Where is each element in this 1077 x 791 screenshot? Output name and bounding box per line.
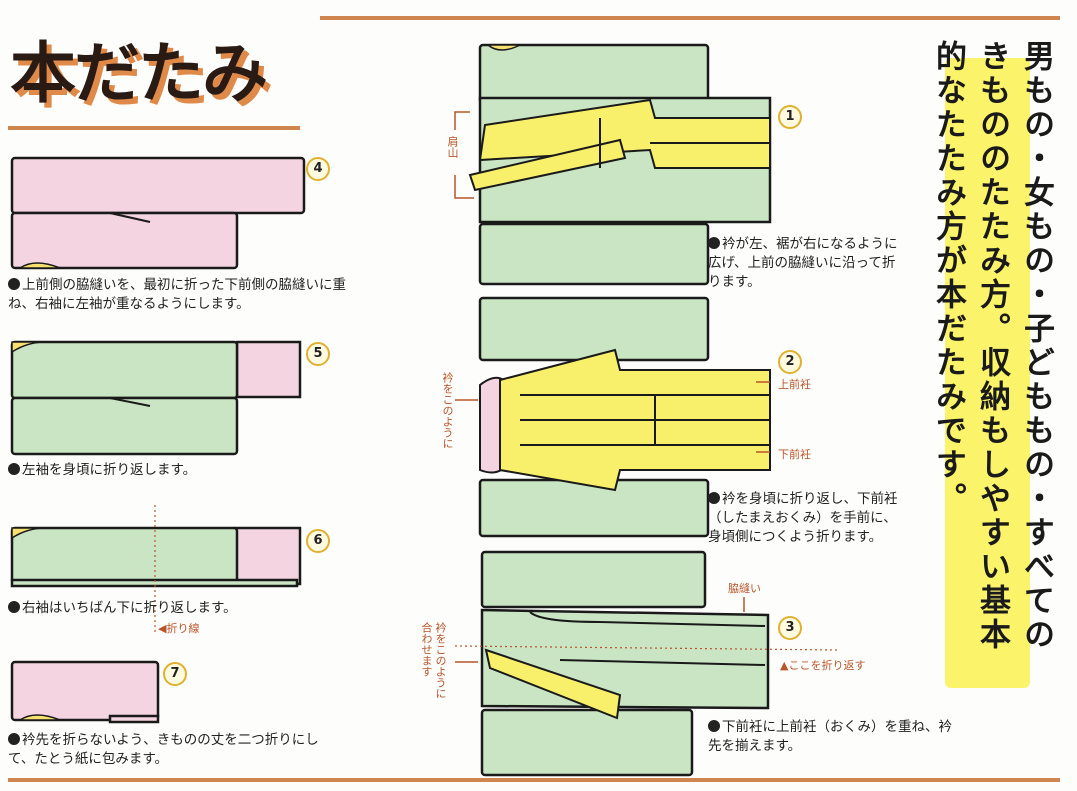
step-2-number: 2	[778, 350, 802, 374]
step-5-number: 5	[306, 342, 330, 366]
step1-drawing	[454, 43, 772, 286]
label-wakinui: 脇縫い	[728, 582, 761, 595]
page-title: 本だたみ	[10, 35, 268, 112]
label-fold-line: ◀折り線	[158, 622, 200, 635]
step7-drawing	[10, 660, 160, 724]
step-4-caption: 上前側の脇縫いを、最初に折った下前側の脇縫いに重ね、右袖に左袖が重なるようにしま…	[8, 277, 346, 312]
intro-line-2: きもののたたみ方。収納もしやすい基本	[974, 40, 1010, 652]
step-3-number: 3	[778, 616, 802, 640]
step-1-number: 1	[778, 105, 802, 129]
step6-drawing	[10, 505, 302, 635]
top-rule	[320, 16, 1060, 20]
intro-line-1: 男もの・女もの・子どももの・すべての	[1018, 40, 1054, 652]
step-5-caption: 左袖を身頃に折り返します。	[8, 461, 308, 480]
step-7-caption: 衿先を折らないよう、きものの丈を二つ折りにして、たとう紙に包みます。	[8, 732, 319, 767]
step-1-caption: 衿が左、裾が右になるように広げ、上前の脇縫いに沿って折ります。	[708, 236, 898, 290]
intro-text: 男もの・女もの・子どももの・すべての きもののたたみ方。収納もしやすい基本 的な…	[918, 40, 1058, 680]
step-6-number: 6	[306, 529, 330, 553]
intro-highlight	[945, 58, 1030, 688]
step-7-number: 7	[163, 662, 187, 686]
title-underline	[8, 126, 300, 130]
label-uwamae-okumi: 上前衽	[778, 378, 811, 391]
step-2-caption: 衿を身頃に折り返し、下前衽（したまえおくみ）を手前に、身頃側につくよう折ります。	[708, 491, 898, 545]
label-eri-konoyouni-2: 衿をこのように	[441, 372, 454, 449]
step3-drawing	[454, 550, 841, 777]
label-fold-here: ▲ここを折り返す	[780, 659, 866, 672]
intro-line-3: 的なたたみ方が本だたみです。	[930, 40, 966, 516]
step5-drawing	[10, 340, 302, 456]
label-awasemasu: 合わせます	[420, 622, 433, 677]
label-katayama: 肩山	[446, 136, 459, 158]
label-eri-konoyouni-3: 衿をこのように	[434, 622, 447, 699]
label-shitamae-okumi: 下前衽	[778, 448, 811, 461]
step-3-caption: 下前衽に上前衽（おくみ）を重ね、衿先を揃えます。	[708, 719, 953, 754]
bottom-rule	[8, 778, 1060, 782]
step-4-number: 4	[306, 157, 330, 181]
step2-drawing	[455, 296, 771, 538]
step-6-caption: 右袖はいちばん下に折り返します。	[8, 599, 308, 618]
step4-drawing	[10, 156, 306, 270]
